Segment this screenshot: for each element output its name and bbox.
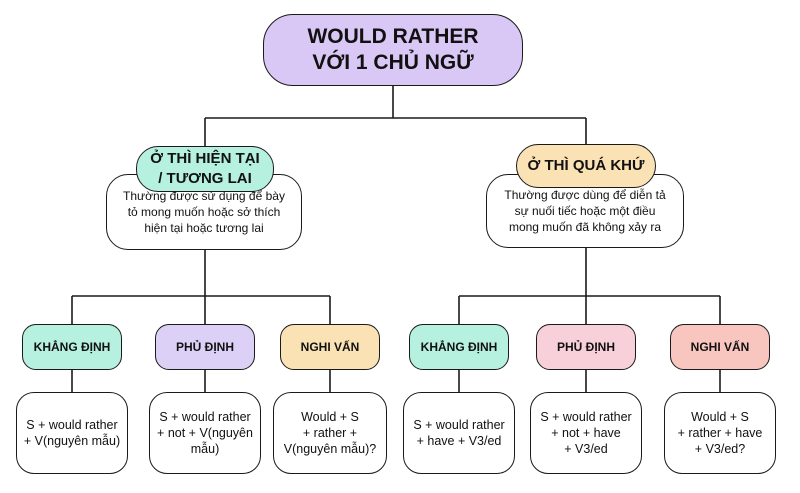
branch-past: Ở THÌ QUÁ KHỨ [516,144,656,188]
formula-line: + have + V3/ed [416,434,502,448]
desc-line: tỏ mong muốn hoặc sở thích [127,205,281,219]
formula-line: S + would rather [540,410,632,424]
formula-affirmative-present: S + would rather + V(nguyên mẫu) [16,392,128,474]
formula-line: S + would rather [26,418,118,432]
formula-line: + rather + [302,426,358,440]
desc-line: mong muốn đã không xảy ra [508,220,662,234]
formula-affirmative-past: S + would rather + have + V3/ed [403,392,515,474]
formula-line: mẫu) [190,442,220,456]
category-label: PHỦ ĐỊNH [175,340,234,354]
desc-line: Thường được dùng để diễn tả [504,188,666,202]
formula-line: + rather + have [677,426,763,440]
formula-negative-present: S + would rather + not + V(nguyên mẫu) [149,392,261,474]
category-question-present: NGHI VẤN [280,324,380,370]
formula-line: Would + S [301,410,359,424]
category-question-past: NGHI VẤN [670,324,770,370]
formula-line: V(nguyên mẫu)? [283,442,377,456]
branch-present-future: Ở THÌ HIỆN TẠI / TƯƠNG LAI [136,146,274,192]
category-label: KHẲNG ĐỊNH [420,340,498,354]
category-label: NGHI VẤN [300,340,360,354]
diagram-title: WOULD RATHER VỚI 1 CHỦ NGỮ [263,14,523,86]
branch-label-line-2: / TƯƠNG LAI [158,170,252,187]
desc-line: hiện tại hoặc tương lai [144,221,264,235]
formula-question-past: Would + S + rather + have + V3/ed? [664,392,776,474]
desc-line: sự nuối tiếc hoặc một điều [514,204,656,218]
formula-question-present: Would + S + rather + V(nguyên mẫu)? [273,392,387,474]
formula-negative-past: S + would rather + not + have + V3/ed [530,392,642,474]
formula-line: + V3/ed [564,442,608,456]
category-label: KHẲNG ĐỊNH [33,340,111,354]
formula-line: Would + S [691,410,749,424]
category-label: PHỦ ĐỊNH [556,340,615,354]
category-negative-present: PHỦ ĐỊNH [155,324,255,370]
branch-label-line-1: Ở THÌ QUÁ KHỨ [527,157,645,174]
formula-line: S + would rather [159,410,251,424]
formula-line: + V3/ed? [694,442,746,456]
category-negative-past: PHỦ ĐỊNH [536,324,636,370]
formula-line: S + would rather [413,418,505,432]
category-label: NGHI VẤN [690,340,750,354]
formula-line: + not + V(nguyên [157,426,253,440]
title-line-1: WOULD RATHER [307,25,479,48]
category-affirmative-present: KHẲNG ĐỊNH [22,324,122,370]
category-affirmative-past: KHẲNG ĐỊNH [409,324,509,370]
formula-line: + V(nguyên mẫu) [23,434,121,448]
branch-label-line-1: Ở THÌ HIỆN TẠI [150,150,260,167]
formula-line: + not + have [551,426,621,440]
desc-line: Thường được sử dụng để bày [123,189,285,203]
title-line-2: VỚI 1 CHỦ NGỮ [312,51,474,74]
